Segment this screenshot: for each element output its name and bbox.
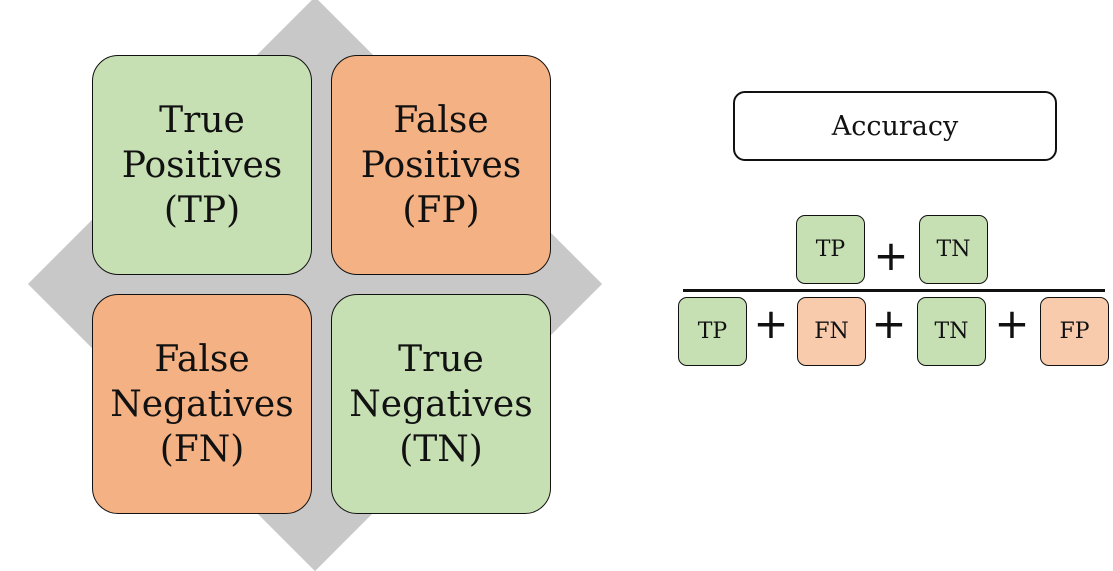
plus-operator: + [994, 299, 1030, 348]
cell-label-line: (FN) [159, 428, 245, 470]
cell-label-line: (TP) [163, 189, 241, 231]
denominator-term-tp: TP [678, 297, 747, 366]
cell-label-line: (FP) [402, 189, 480, 231]
cell-label-line: Negatives [349, 383, 533, 425]
term-label: FP [1059, 319, 1090, 344]
term-label: TP [697, 319, 728, 344]
fraction-bar [683, 289, 1105, 292]
false-positives-cell: False Positives (FP) [331, 55, 551, 275]
cell-label-line: Positives [360, 144, 522, 186]
term-label: TN [934, 319, 969, 344]
cell-label-line: Negatives [110, 383, 294, 425]
plus-operator: + [873, 231, 909, 280]
term-label: TP [815, 237, 846, 262]
cell-label-line: False [154, 338, 250, 380]
true-negatives-cell: True Negatives (TN) [331, 294, 551, 514]
denominator-term-fp: FP [1040, 297, 1109, 366]
cell-label-line: True [159, 99, 245, 141]
cell-label-line: True [398, 338, 484, 380]
term-label: FN [814, 319, 849, 344]
true-positives-cell: True Positives (TP) [92, 55, 312, 275]
cell-label-line: (TN) [399, 428, 483, 470]
cell-label-line: Positives [121, 144, 283, 186]
denominator-term-fn: FN [797, 297, 866, 366]
term-label: TN [936, 237, 971, 262]
accuracy-title-box: Accuracy [733, 91, 1057, 161]
accuracy-title: Accuracy [831, 110, 959, 142]
denominator-term-tn: TN [917, 297, 986, 366]
cell-label-line: False [393, 99, 489, 141]
numerator-term-tp: TP [796, 215, 865, 284]
plus-operator: + [753, 299, 789, 348]
numerator-term-tn: TN [919, 215, 988, 284]
false-negatives-cell: False Negatives (FN) [92, 294, 312, 514]
plus-operator: + [871, 299, 907, 348]
confusion-matrix: True Positives (TP) False Positives (FP)… [27, 0, 603, 571]
